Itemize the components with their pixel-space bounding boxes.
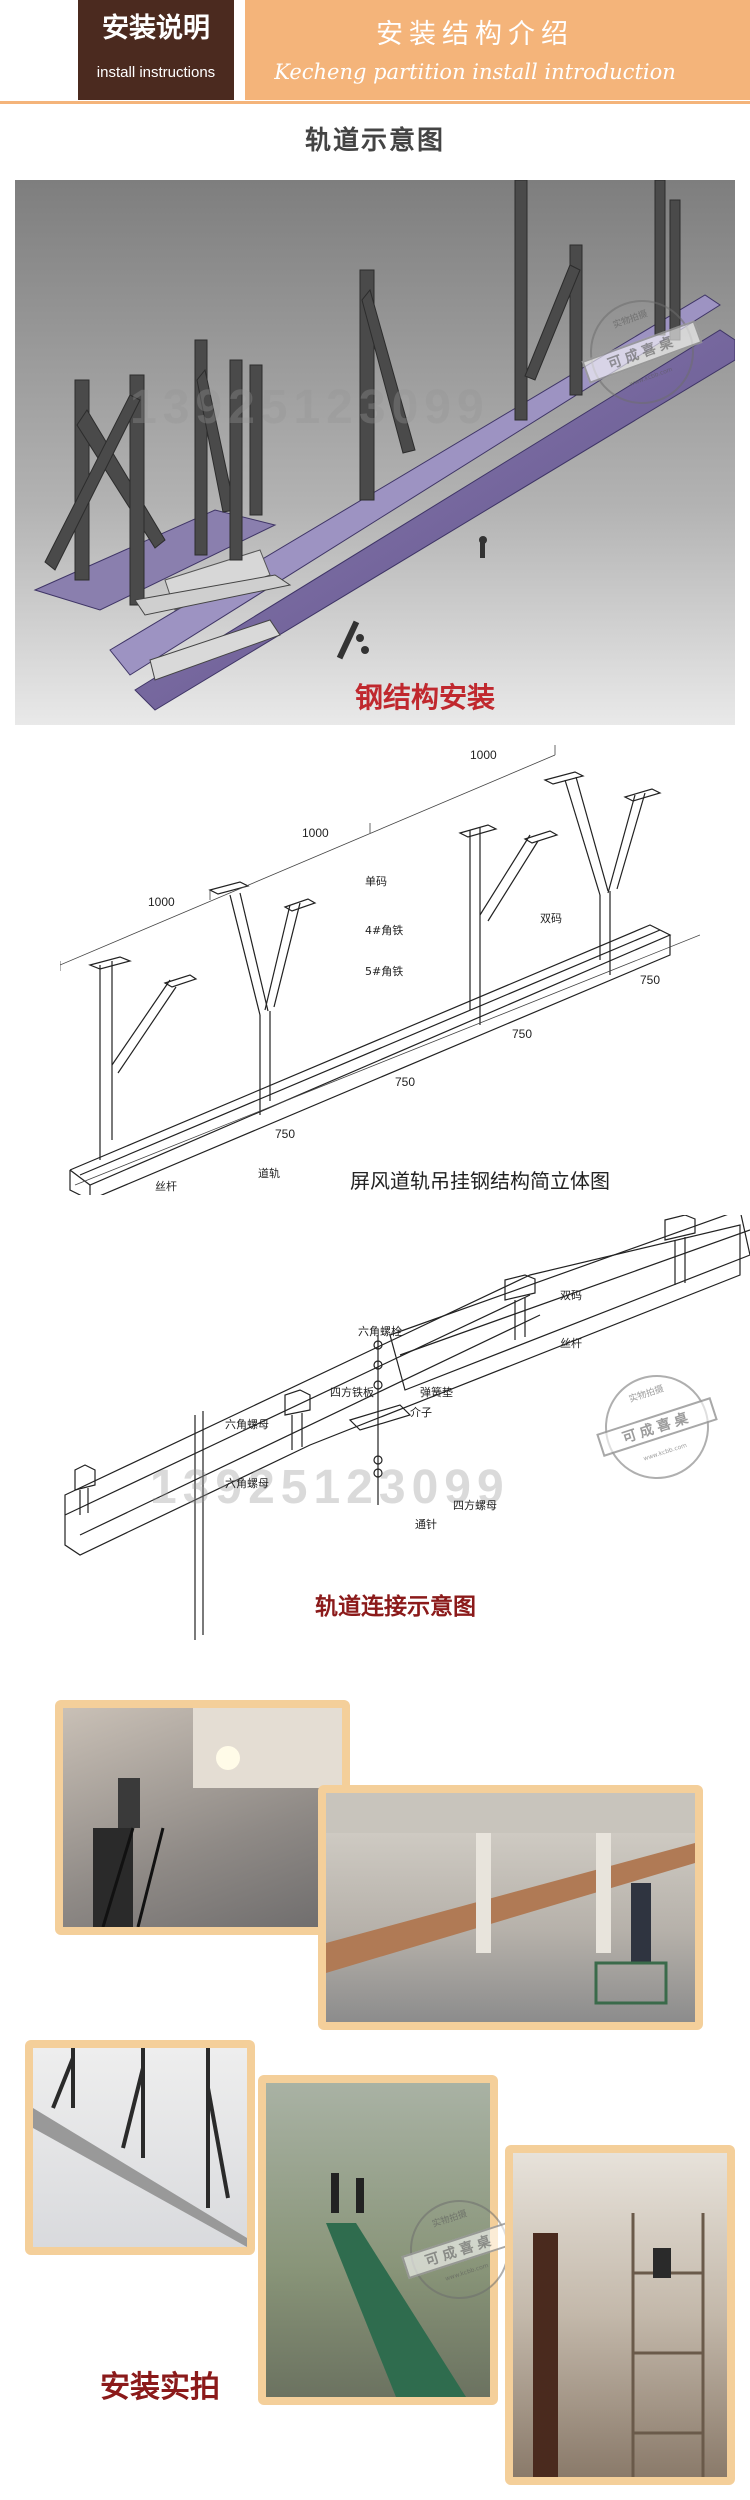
dim-label: 1000 <box>302 826 329 840</box>
label-square-plate: 四方铁板 <box>330 1386 374 1399</box>
track-hanging-diagram <box>59 735 701 1201</box>
label-rod-2: 丝杆 <box>560 1337 582 1350</box>
dim-label: 750 <box>640 973 661 987</box>
steel-structure-render <box>15 179 736 725</box>
photo-3-image <box>33 2048 247 2247</box>
label-square-nut: 四方螺母 <box>453 1499 497 1512</box>
label-single-clamp: 单码 <box>365 875 387 888</box>
dim-label: 750 <box>512 1027 533 1041</box>
dim-label: 1000 <box>148 895 175 909</box>
dim-label: 1000 <box>470 748 497 762</box>
photo-warehouse-track <box>318 1785 703 2030</box>
caption-hanging-structure: 屏风道轨吊挂钢结构简立体图 <box>350 1169 610 1193</box>
photo-1-image <box>63 1708 342 1927</box>
header-divider <box>0 101 750 104</box>
label-double-clamp-2: 双码 <box>560 1289 582 1302</box>
watermark-phone-2: 13925123099 <box>150 1461 510 1514</box>
label-pin: 通针 <box>415 1518 437 1531</box>
dim-label: 750 <box>275 1127 296 1141</box>
section-title-track-diagram: 轨道示意图 <box>304 126 445 156</box>
photo-5-image <box>513 2153 727 2477</box>
connection-line-drawing <box>64 1209 750 1640</box>
header-right-title: 安装结构介绍 <box>376 19 574 50</box>
photo-scaffold-installation <box>505 2145 735 2485</box>
header-right-subtitle: Kecheng partition install introduction <box>274 60 676 84</box>
track-line-drawing <box>59 745 701 1201</box>
label-hex-nut-bottom: 六角螺母 <box>225 1477 269 1490</box>
caption-installation-photos: 安装实拍 <box>100 2370 220 2405</box>
caption-steel-installation: 钢结构安装 <box>355 681 496 714</box>
label-rod: 丝杆 <box>155 1180 177 1193</box>
label-angle-iron-4: 4#角铁 <box>365 924 404 937</box>
label-hex-nut-top: 六角螺母 <box>225 1418 269 1431</box>
photo-installer-on-ladder <box>55 1700 350 1935</box>
photo-2-image <box>326 1793 695 2022</box>
dim-label: 750 <box>395 1075 416 1089</box>
steel-render-illustration <box>15 179 736 725</box>
label-angle-iron-5: 5#角铁 <box>365 965 404 978</box>
track-connection-diagram <box>60 1209 750 1645</box>
watermark-phone-1: 13925123099 <box>130 381 490 434</box>
photo-ceiling-brackets <box>25 2040 255 2255</box>
label-spacer: 介子 <box>410 1406 432 1419</box>
label-spring-washer: 弹簧垫 <box>420 1386 453 1399</box>
header-right-block: 安装结构介绍 Kecheng partition install introdu… <box>245 0 750 100</box>
label-hex-bolt: 六角螺栓 <box>358 1325 402 1338</box>
label-double-clamp: 双码 <box>540 912 562 925</box>
header-left-title: 安装说明 <box>102 13 210 44</box>
header-left-block: 安装说明 install instructions <box>78 0 234 100</box>
label-track: 道轨 <box>258 1167 280 1180</box>
header-banner: 安装说明 install instructions 安装结构介绍 Kecheng… <box>0 0 750 100</box>
caption-track-connection: 轨道连接示意图 <box>315 1594 476 1620</box>
header-left-subtitle: install instructions <box>96 64 216 81</box>
